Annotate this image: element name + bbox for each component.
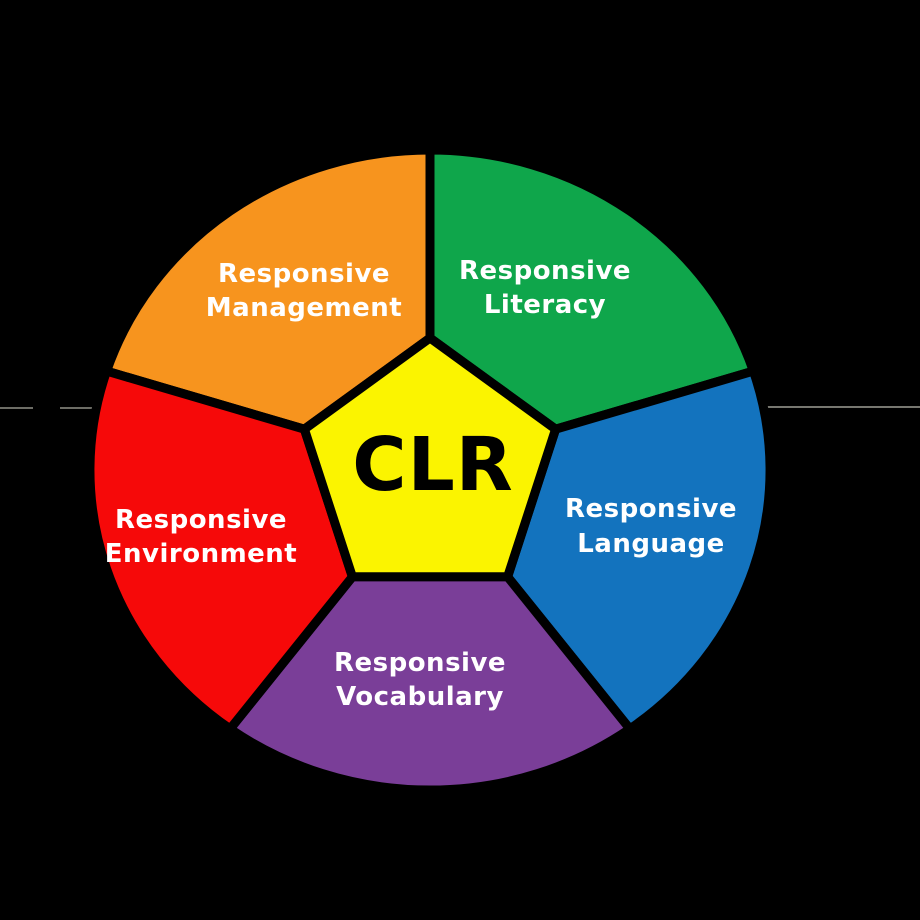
pentagon-shape <box>299 333 561 582</box>
segment-label-management-line2: Management <box>206 293 402 323</box>
segment-shape-language <box>503 366 775 734</box>
segment-responsive-vocabulary: Responsive Vocabulary <box>225 572 635 795</box>
segment-label-vocabulary-line2: Vocabulary <box>336 682 504 712</box>
segment-shape-literacy <box>425 145 758 434</box>
segment-responsive-environment: Responsive Environment <box>85 366 357 734</box>
segment-label-environment-line2: Environment <box>105 539 298 569</box>
segment-label-language-line1: Responsive <box>565 494 737 524</box>
segment-label-vocabulary-line1: Responsive <box>334 648 506 678</box>
segment-shape-environment <box>85 366 357 734</box>
segment-label-literacy-line2: Literacy <box>484 290 606 320</box>
segment-label-environment-line1: Responsive <box>115 505 287 535</box>
segment-label-language-line2: Language <box>577 529 725 559</box>
segment-label-management-line1: Responsive <box>218 259 390 289</box>
segment-responsive-management: Responsive Management <box>102 145 435 434</box>
segment-label-literacy-line1: Responsive <box>459 256 631 286</box>
center-label: CLR <box>352 422 513 508</box>
segment-responsive-literacy: Responsive Literacy <box>425 145 758 434</box>
center-pentagon-group: CLR <box>299 333 561 582</box>
segment-responsive-language: Responsive Language <box>503 366 775 734</box>
segment-shape-management <box>102 145 435 434</box>
segment-shape-vocabulary <box>225 572 635 795</box>
